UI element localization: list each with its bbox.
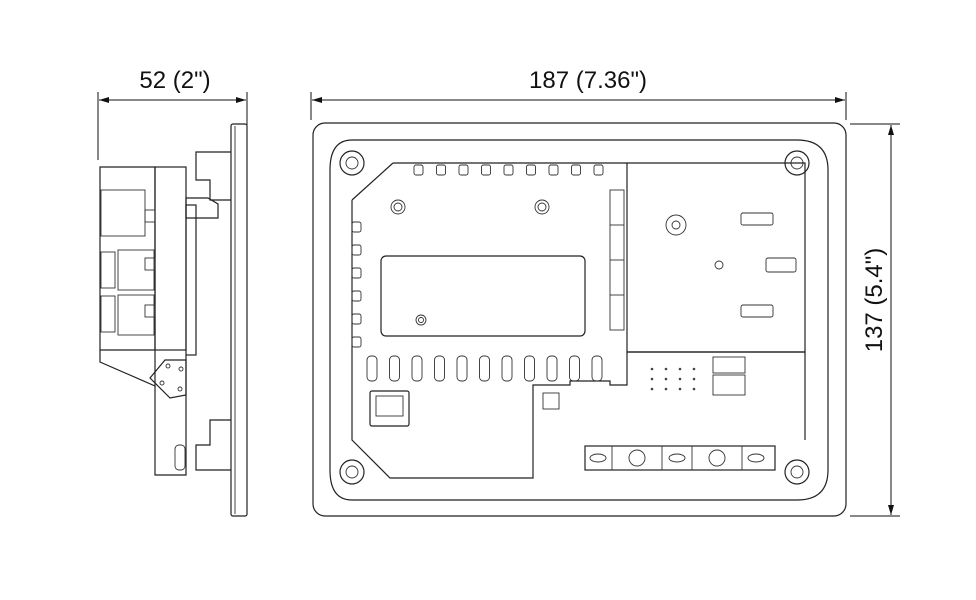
screw-icon (390, 199, 406, 215)
vent-slot (434, 355, 445, 382)
pad-dot (650, 367, 654, 371)
vent-slot (389, 355, 400, 382)
led (542, 392, 560, 410)
vent-tab (351, 267, 362, 279)
vent-tab (548, 164, 559, 176)
pad-dot (650, 387, 654, 391)
vent-tab (503, 164, 514, 176)
depth-dimension: 52 (2") (97, 67, 248, 160)
pad-dot (692, 377, 696, 381)
pad-dot (664, 387, 668, 391)
vent-slot (411, 355, 423, 382)
pad-dot (692, 387, 696, 391)
vent-tab (481, 164, 491, 176)
depth-label: 52 (2") (139, 67, 210, 94)
width-dimension: 187 (7.36") (310, 67, 847, 120)
vent-tab (351, 336, 362, 348)
vent-slot (569, 355, 580, 382)
pad-dot (664, 367, 668, 371)
vent-slot (591, 355, 603, 382)
pad-dot (650, 377, 654, 381)
vent-tab (351, 221, 362, 233)
front-view (312, 122, 847, 517)
vent-slot (501, 355, 513, 382)
vent-slot (456, 355, 468, 382)
pad-dot (678, 387, 682, 391)
width-label: 187 (7.36") (529, 67, 647, 94)
side-view (99, 123, 248, 517)
vent-tab (571, 164, 581, 176)
pad-dot (692, 367, 696, 371)
vent-tab (351, 313, 362, 325)
pcb-outline (351, 162, 806, 479)
vent-tab (458, 164, 469, 176)
vent-slot (524, 355, 535, 382)
vent-slot (366, 355, 378, 382)
height-dimension: 137 (5.4") (850, 123, 900, 517)
pad-dot (678, 377, 682, 381)
vent-tab (413, 164, 424, 176)
display-window (380, 255, 586, 337)
bezel-outline (312, 122, 847, 517)
mounting-holes (339, 150, 810, 485)
vent-tab (436, 164, 446, 176)
screw-icon (534, 199, 550, 215)
pad-dot (678, 367, 682, 371)
vent-tab (526, 164, 536, 176)
vent-tab (351, 244, 362, 256)
height-label: 137 (5.4") (861, 248, 888, 353)
terminal-bar (584, 445, 776, 471)
connector-6pin (369, 390, 410, 427)
pad-dot (664, 377, 668, 381)
vent-tab (593, 164, 604, 176)
vent-slot (546, 355, 558, 382)
vent-slot (479, 355, 490, 382)
vent-tab (351, 290, 362, 302)
